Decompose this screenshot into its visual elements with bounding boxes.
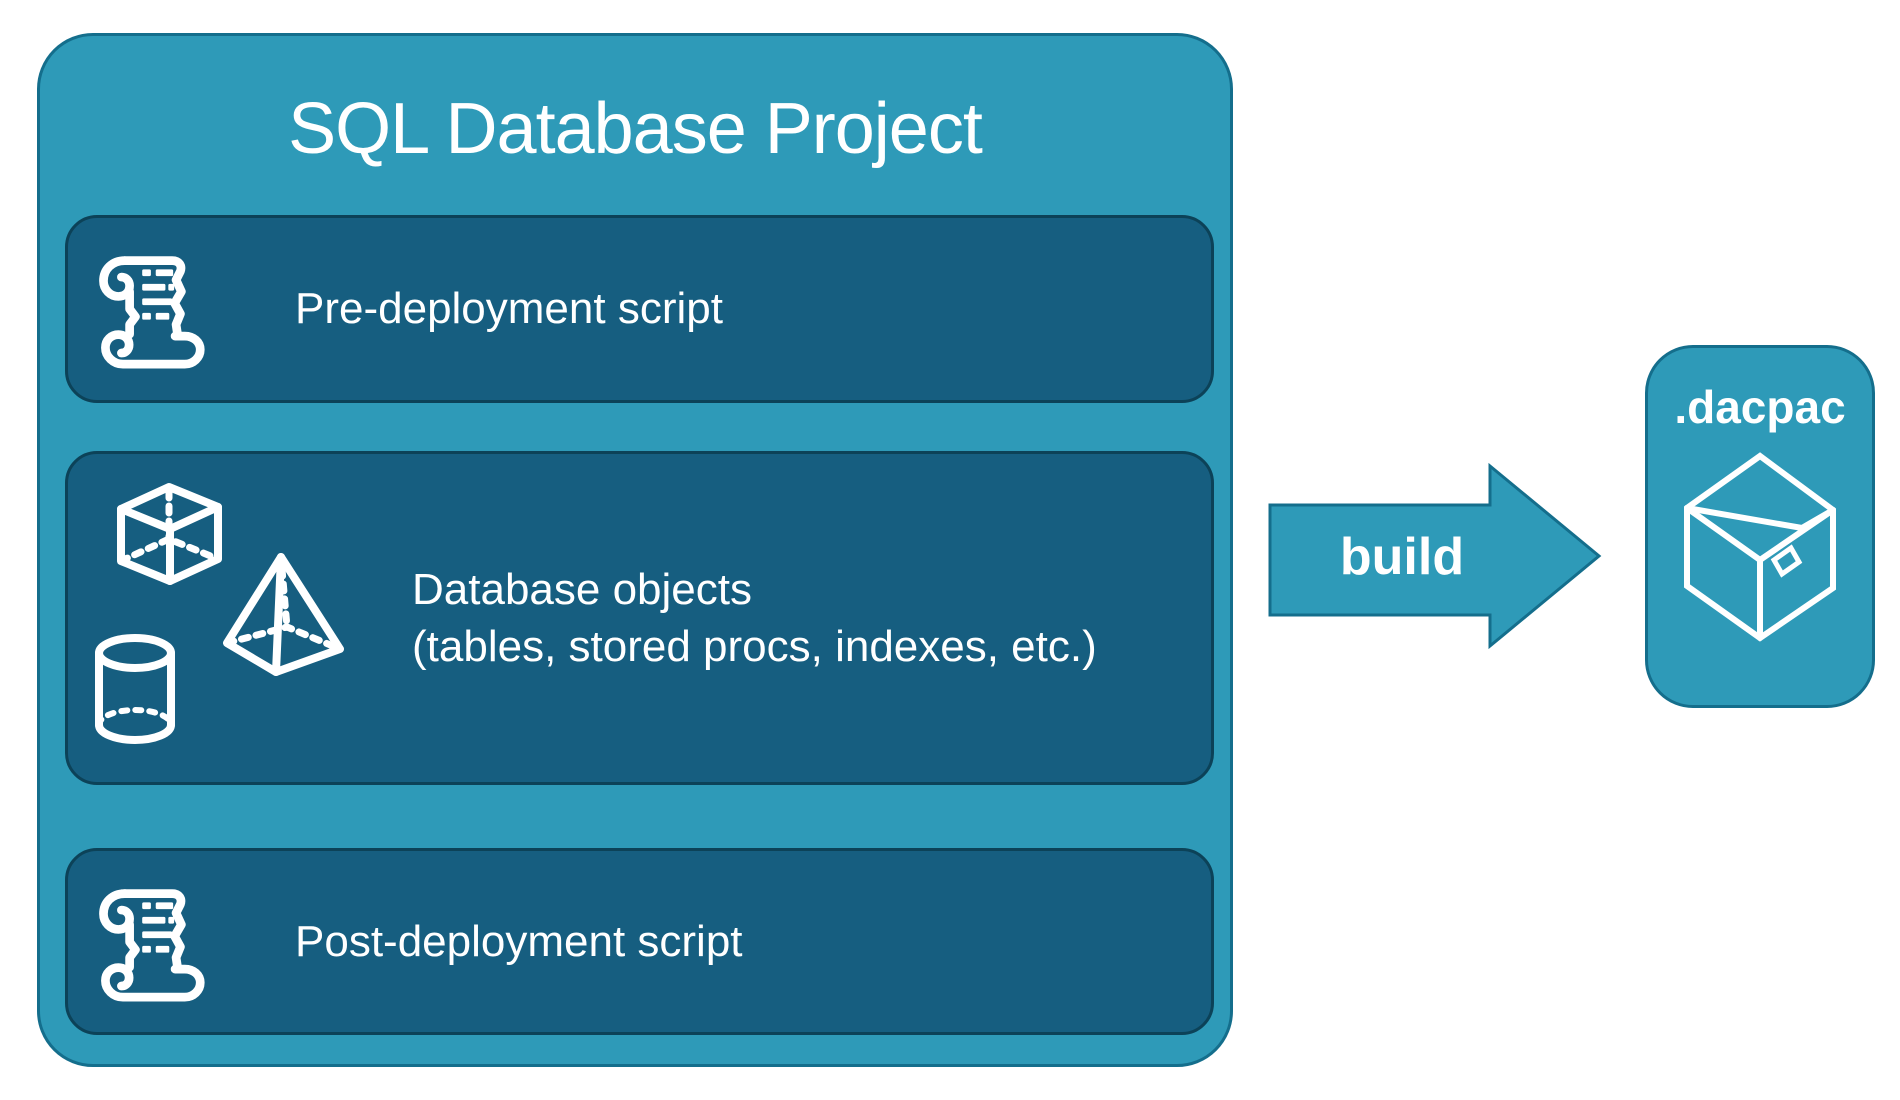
pre-deployment-box: Pre-deployment script [65,215,1214,403]
database-objects-label-line1: Database objects [412,564,752,614]
database-objects-label-line2: (tables, stored procs, indexes, etc.) [412,622,1097,671]
build-label: build [1339,528,1465,586]
database-objects-label: Database objects (tables, stored procs, … [412,561,1097,675]
dacpac-container: .dacpac [1645,345,1875,708]
pyramid-icon [223,553,344,676]
cube-icon [117,483,222,585]
sql-database-project-container: SQL Database Project Pre-deployment scri… [37,33,1233,1067]
build-arrow-shape [1268,462,1602,650]
dacpac-label: .dacpac [1674,381,1846,433]
package-icon [1684,452,1836,642]
scroll-icon [99,888,205,1002]
project-title: SQL Database Project [288,89,983,169]
cylinder-icon [95,634,175,744]
post-deployment-box: Post-deployment script [65,848,1214,1035]
database-objects-box: Database objects (tables, stored procs, … [65,451,1214,785]
build-arrow [1268,462,1602,650]
scroll-text-lines [142,901,175,953]
scroll-text-lines [142,269,175,320]
pre-deployment-label: Pre-deployment script [295,284,723,333]
scroll-icon [99,256,205,369]
post-deployment-label: Post-deployment script [295,916,743,966]
